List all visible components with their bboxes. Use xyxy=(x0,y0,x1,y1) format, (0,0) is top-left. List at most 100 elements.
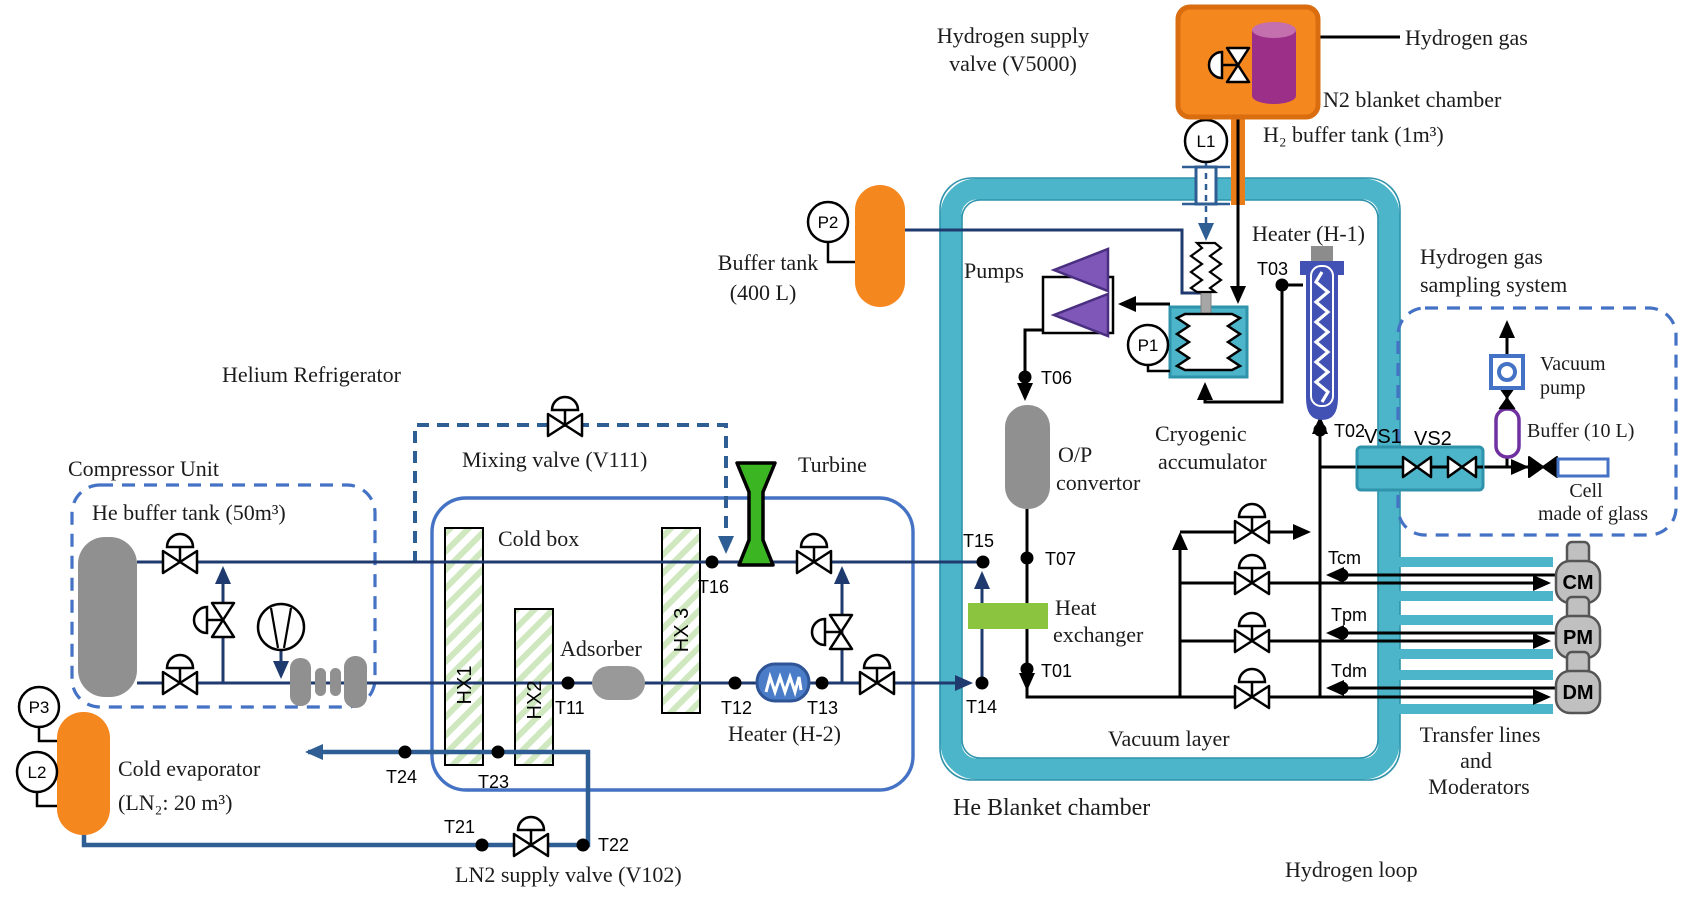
n2-blanket-chamber-box xyxy=(1175,4,1321,120)
ln2-supply-valve-v102 xyxy=(512,815,550,858)
tag-t02: T02 xyxy=(1334,421,1365,441)
label-ln2-supply-valve: LN2 supply valve (V102) xyxy=(455,862,682,887)
label-transfer-2: and xyxy=(1460,748,1492,773)
label-he-blanket-chamber: He Blanket chamber xyxy=(953,795,1150,821)
cell-valve xyxy=(1528,456,1558,478)
vacuum-pump-symbol xyxy=(1489,354,1525,390)
tag-t11: T11 xyxy=(555,698,585,718)
label-heater-h1: Heater (H-1) xyxy=(1252,221,1365,246)
t06-dot xyxy=(1018,370,1032,384)
cryogenic-accumulator xyxy=(1168,241,1249,379)
glass-cell xyxy=(1556,457,1610,478)
tag-t22: T22 xyxy=(598,835,629,855)
label-heater-h2: Heater (H-2) xyxy=(728,721,841,746)
t12-dot xyxy=(728,676,742,690)
label-vacuum-pump-2: pump xyxy=(1540,377,1586,399)
tag-l2: L2 xyxy=(28,763,47,782)
l1-feedthrough xyxy=(1182,162,1230,241)
t21-dot xyxy=(475,838,489,852)
turbine-outlet-valve xyxy=(795,532,833,575)
tag-t13: T13 xyxy=(807,698,838,718)
accumulator-inlet-line xyxy=(1197,285,1284,404)
tag-vs1: VS1 xyxy=(1364,426,1402,448)
label-helium-refrigerator: Helium Refrigerator xyxy=(222,362,402,387)
t13-dot xyxy=(815,676,829,690)
label-buffer-10l: Buffer (10 L) xyxy=(1527,420,1634,442)
tag-cm: CM xyxy=(1562,572,1593,594)
label-cell-2: made of glass xyxy=(1538,503,1648,525)
label-hydrogen-supply-1: Hydrogen supply xyxy=(937,23,1089,48)
tag-t21: T21 xyxy=(444,817,475,837)
tag-dm: DM xyxy=(1562,682,1593,704)
he-chamber-inlet-valve xyxy=(858,653,896,696)
label-hx3: HX 3 xyxy=(671,608,693,652)
tag-p3: P3 xyxy=(29,698,50,717)
dm-supply-valve xyxy=(1233,667,1271,710)
label-sampling-1: Hydrogen gas xyxy=(1420,244,1543,269)
heat-exchanger-bar xyxy=(968,603,1048,629)
cm-supply-valve xyxy=(1233,553,1271,596)
tag-l1: L1 xyxy=(1197,132,1216,151)
tag-p1: P1 xyxy=(1138,336,1159,355)
heater-h1-element xyxy=(1300,246,1344,420)
label-hydrogen-gas: Hydrogen gas xyxy=(1405,25,1528,50)
p2-lead xyxy=(826,242,855,264)
label-vacuum-layer: Vacuum layer xyxy=(1108,726,1230,751)
he-supply-valve xyxy=(161,532,199,575)
buffer-isolation-valve xyxy=(1498,386,1516,410)
chamber-bottom-line xyxy=(1025,688,1180,699)
l2-lead xyxy=(35,792,57,808)
label-hx2: HX2 xyxy=(524,681,546,720)
tdm-dot xyxy=(1335,681,1349,695)
label-buffer-tank-2: (400 L) xyxy=(730,280,797,305)
l2-gauge xyxy=(15,750,59,794)
label-vacuum-pump-1: Vacuum xyxy=(1540,353,1606,375)
tag-t15: T15 xyxy=(963,531,994,551)
dm-tube-top xyxy=(1390,670,1553,680)
label-he-buffer-tank: He buffer tank (50m³) xyxy=(92,500,286,525)
label-heat-exchanger-1: Heat xyxy=(1055,595,1097,620)
label-transfer-3: Moderators xyxy=(1428,774,1529,799)
p3-gauge xyxy=(17,685,61,729)
label-cryogenic-1: Cryogenic xyxy=(1155,421,1247,446)
tag-t16: T16 xyxy=(698,577,729,597)
t15-dot xyxy=(976,555,990,569)
label-op-convertor-1: O/P xyxy=(1058,442,1092,467)
tpm-dot xyxy=(1335,626,1349,640)
tag-t24: T24 xyxy=(386,767,417,787)
label-heat-exchanger-2: exchanger xyxy=(1053,622,1144,647)
label-sampling-2: sampling system xyxy=(1420,272,1567,297)
t14-dot xyxy=(975,676,989,690)
sensor-dots xyxy=(398,278,1349,852)
sampling-system-boundary xyxy=(1396,306,1678,537)
label-hydrogen-supply-2: valve (V5000) xyxy=(949,51,1077,76)
label-cold-box: Cold box xyxy=(498,526,579,551)
compressor-symbol xyxy=(256,602,306,652)
op-convertor-vessel xyxy=(1005,405,1050,509)
pump-2 xyxy=(1050,292,1110,338)
he-return-valve xyxy=(161,653,199,696)
label-adsorber: Adsorber xyxy=(560,636,643,661)
mixing-valve-v111 xyxy=(546,395,584,438)
label-cold-evaporator-2: (LN₂: 20 m³) xyxy=(118,790,232,815)
tcm-dot xyxy=(1335,568,1349,582)
t11-dot xyxy=(561,676,575,690)
compressor-motor-assembly xyxy=(290,656,367,708)
adsorber-vessel xyxy=(592,666,645,700)
hx1-block xyxy=(444,527,484,766)
tag-vs2: VS2 xyxy=(1414,428,1452,450)
tag-t03: T03 xyxy=(1257,259,1288,279)
label-h2-buffer-tank: H₂ buffer tank (1m³) xyxy=(1263,122,1444,147)
tag-t06: T06 xyxy=(1041,368,1072,388)
t02-dot xyxy=(1313,423,1327,437)
tag-tcm: Tcm xyxy=(1328,548,1361,568)
cold-box-boundary xyxy=(430,496,915,792)
label-n2-blanket: N2 blanket chamber xyxy=(1323,87,1502,112)
pumps-symbol xyxy=(1041,247,1115,338)
label-buffer-tank-1: Buffer tank xyxy=(718,250,818,275)
compressor-bypass-valve xyxy=(192,601,236,639)
pm-tube-bottom xyxy=(1390,649,1553,659)
pm-supply-valve xyxy=(1233,611,1271,654)
manifold-valve-top xyxy=(1233,502,1271,545)
